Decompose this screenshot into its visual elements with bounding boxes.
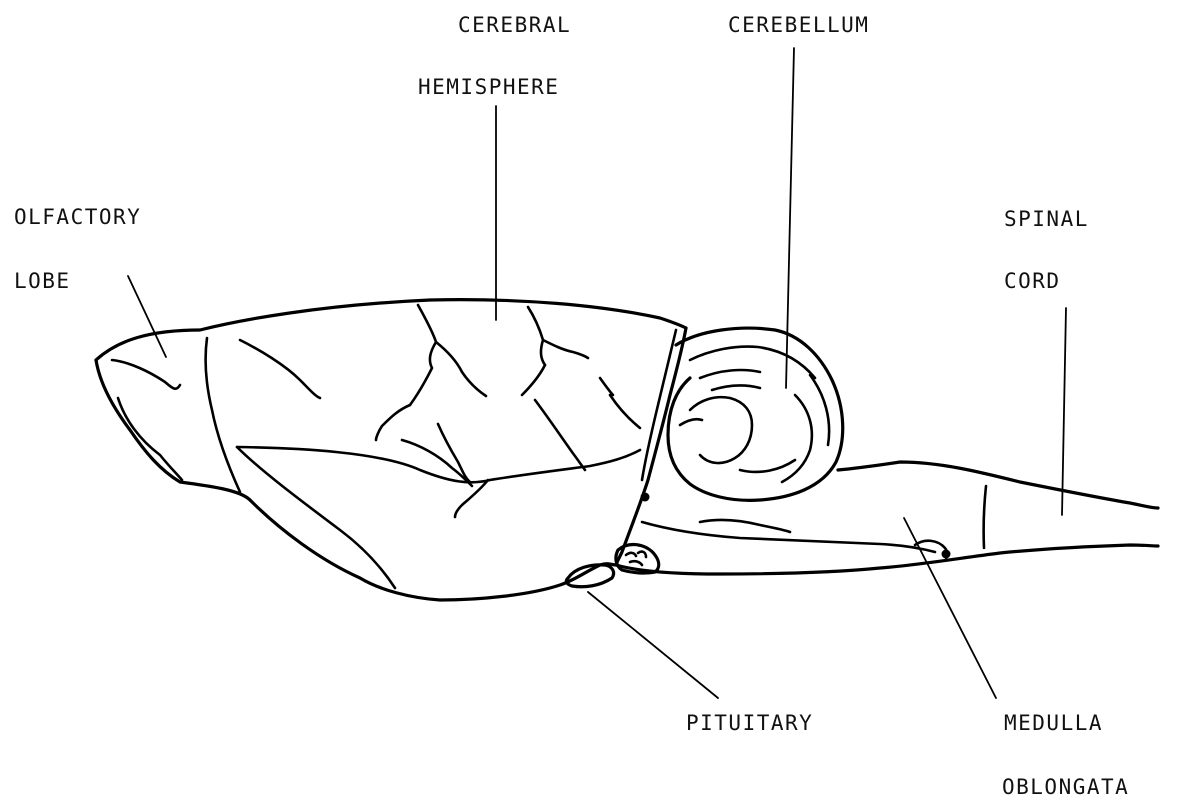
cerebellum-folia-4 [690,397,752,463]
gyrus-1 [240,340,320,398]
cerebral-label-line2: HEMISPHERE [418,75,559,99]
hemisphere-base-line [237,447,640,482]
olfactory-fold-2 [118,398,182,480]
olfactory-lobe-outline [96,300,686,360]
medulla-label-line2: OBLONGATA [1002,775,1129,799]
spinal-label-line2: CORD [1004,269,1061,293]
brainstem-upper-line [700,520,790,532]
olfactory-label-line2: LOBE [14,269,71,293]
cerebellum-outline [668,328,843,500]
cerebellum-folia-2 [700,370,760,378]
olfactory-lobe-front [96,360,250,500]
gyrus-4 [376,405,410,440]
brainstem-inner-line [642,522,935,552]
pituitary-folds [626,552,646,565]
pituitary-stalk [566,565,613,587]
cerebellum-folia-6 [782,395,812,482]
medulla-dot [942,550,951,559]
cerebellum-folia-3 [712,386,760,390]
gyrus-9 [402,440,472,486]
cerebellum-folia-1 [690,347,815,378]
spinal-cord-leader [1062,308,1066,515]
olfactory-label-line1: OLFACTORY [14,205,141,229]
spinal-cord-boundary [984,486,986,548]
pituitary-leader [588,592,718,698]
medulla-label-line1: MEDULLA [1004,711,1103,735]
leader-lines [128,48,1066,698]
labels: CEREBRAL HEMISPHERE CEREBELLUM OLFACTORY… [14,13,1129,799]
lateral-fissure [237,447,395,588]
gyrus-8 [438,424,470,482]
gyrus-5 [528,307,545,365]
brainstem-dot [641,493,650,502]
gyrus-11 [535,400,585,470]
spinal-label-line1: SPINAL [1004,207,1089,231]
brain-drawing [96,300,1158,600]
gyrus-13 [610,395,640,428]
gyrus-2 [410,305,436,405]
cerebellum-folia-5 [680,419,702,425]
olfactory-fold-1 [112,360,180,389]
cerebral-label-line1: CEREBRAL [458,13,571,37]
gyrus-6 [543,340,588,358]
gyrus-12 [600,378,613,395]
medulla-top-outline [838,462,1158,508]
cerebrum-lower-outline [250,500,616,600]
gyrus-3 [436,342,486,396]
medulla-leader [904,518,996,698]
gyrus-7 [522,365,545,395]
cerebellum-label: CEREBELLUM [728,13,869,37]
olfactory-leader [128,276,166,357]
pituitary-label: PITUITARY [686,711,813,735]
olfactory-boundary [206,338,240,492]
medulla-bottom-outline [616,545,1158,574]
cerebellum-folia-8 [740,460,795,472]
